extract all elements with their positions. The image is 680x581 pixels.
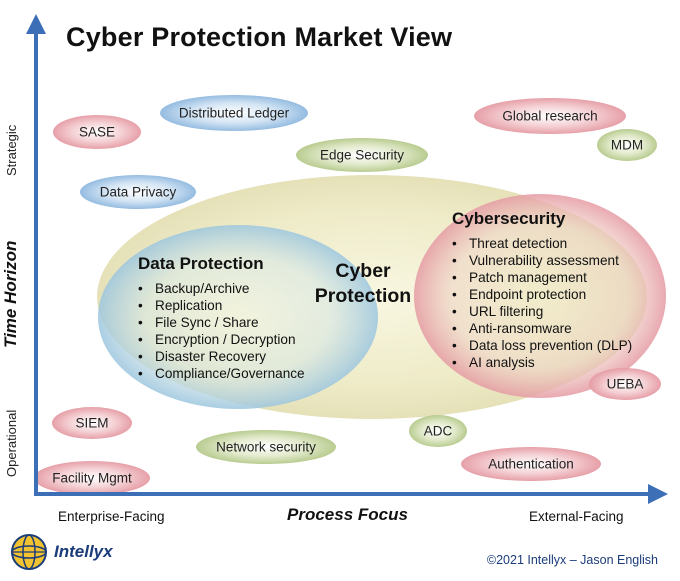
list-item: Patch management (452, 269, 632, 286)
network-security-pill-shape (196, 430, 336, 464)
authentication-label: Authentication (488, 456, 574, 472)
data-privacy-pill-shape (80, 175, 196, 209)
list-item: Anti-ransomware (452, 320, 632, 337)
mdm-label: MDM (610, 137, 644, 153)
global-research-pill-shape (474, 98, 626, 134)
ueba-pill-shape (589, 368, 661, 400)
mdm-pill-shape (597, 129, 657, 161)
siem-pill-shape (52, 407, 132, 439)
edge-security-label: Edge Security (319, 147, 405, 163)
authentication-pill-shape (461, 447, 601, 481)
y-axis-bottom-label: Operational (4, 409, 19, 477)
siem-label: SIEM (75, 415, 109, 431)
list-item: URL filtering (452, 303, 632, 320)
ueba-label: UEBA (606, 376, 644, 392)
facility-mgmt-pill-shape (34, 461, 150, 495)
list-item: Backup/Archive (138, 280, 305, 297)
y-axis-top-label: Strategic (4, 124, 19, 176)
sase-label: SASE (78, 124, 116, 140)
facility-mgmt-label: Facility Mgmt (52, 470, 132, 486)
list-item: Data loss prevention (DLP) (452, 337, 632, 354)
cybersecurity-heading: Cybersecurity (452, 209, 566, 228)
x-axis-left-label: Enterprise-Facing (58, 509, 165, 524)
list-item: Endpoint protection (452, 286, 632, 303)
distributed-ledger-pill-shape (160, 95, 308, 131)
distributed-ledger-label: Distributed Ledger (178, 105, 290, 121)
list-item: Threat detection (452, 235, 632, 252)
page-title: Cyber Protection Market View (66, 22, 453, 52)
sase-pill-shape (53, 115, 141, 149)
data-protection-section: Data Protection Backup/Archive Replicati… (138, 254, 305, 382)
data-privacy-label: Data Privacy (99, 184, 177, 200)
list-item: Disaster Recovery (138, 348, 305, 365)
list-item: Encryption / Decryption (138, 331, 305, 348)
data-protection-heading: Data Protection (138, 254, 264, 273)
cyber-protection-line2: Protection (314, 285, 412, 307)
network-security-label: Network security (216, 439, 316, 455)
list-item: File Sync / Share (138, 314, 305, 331)
global-research-label: Global research (502, 108, 598, 124)
adc-pill-shape (409, 415, 467, 447)
y-axis-title: Time Horizon (1, 240, 20, 348)
list-item: Replication (138, 297, 305, 314)
intellyx-logo-text: Intellyx (54, 542, 113, 561)
cyber-protection-label: Cyber Protection (300, 259, 426, 309)
list-item: Vulnerability assessment (452, 252, 632, 269)
cyber-protection-line1: Cyber (335, 260, 391, 282)
copyright-text: ©2021 Intellyx – Jason English (486, 553, 658, 567)
cybersecurity-list: Threat detection Vulnerability assessmen… (452, 235, 632, 371)
data-protection-list: Backup/Archive Replication File Sync / S… (138, 280, 305, 382)
list-item: Compliance/Governance (138, 365, 305, 382)
edge-security-pill-shape (296, 138, 428, 172)
x-axis-title: Process Focus (287, 505, 408, 524)
adc-label: ADC (423, 423, 453, 439)
intellyx-logo-icon (11, 534, 47, 570)
x-axis-right-label: External-Facing (529, 509, 624, 524)
cybersecurity-section: Cybersecurity Threat detection Vulnerabi… (452, 209, 632, 371)
list-item: AI analysis (452, 354, 632, 371)
